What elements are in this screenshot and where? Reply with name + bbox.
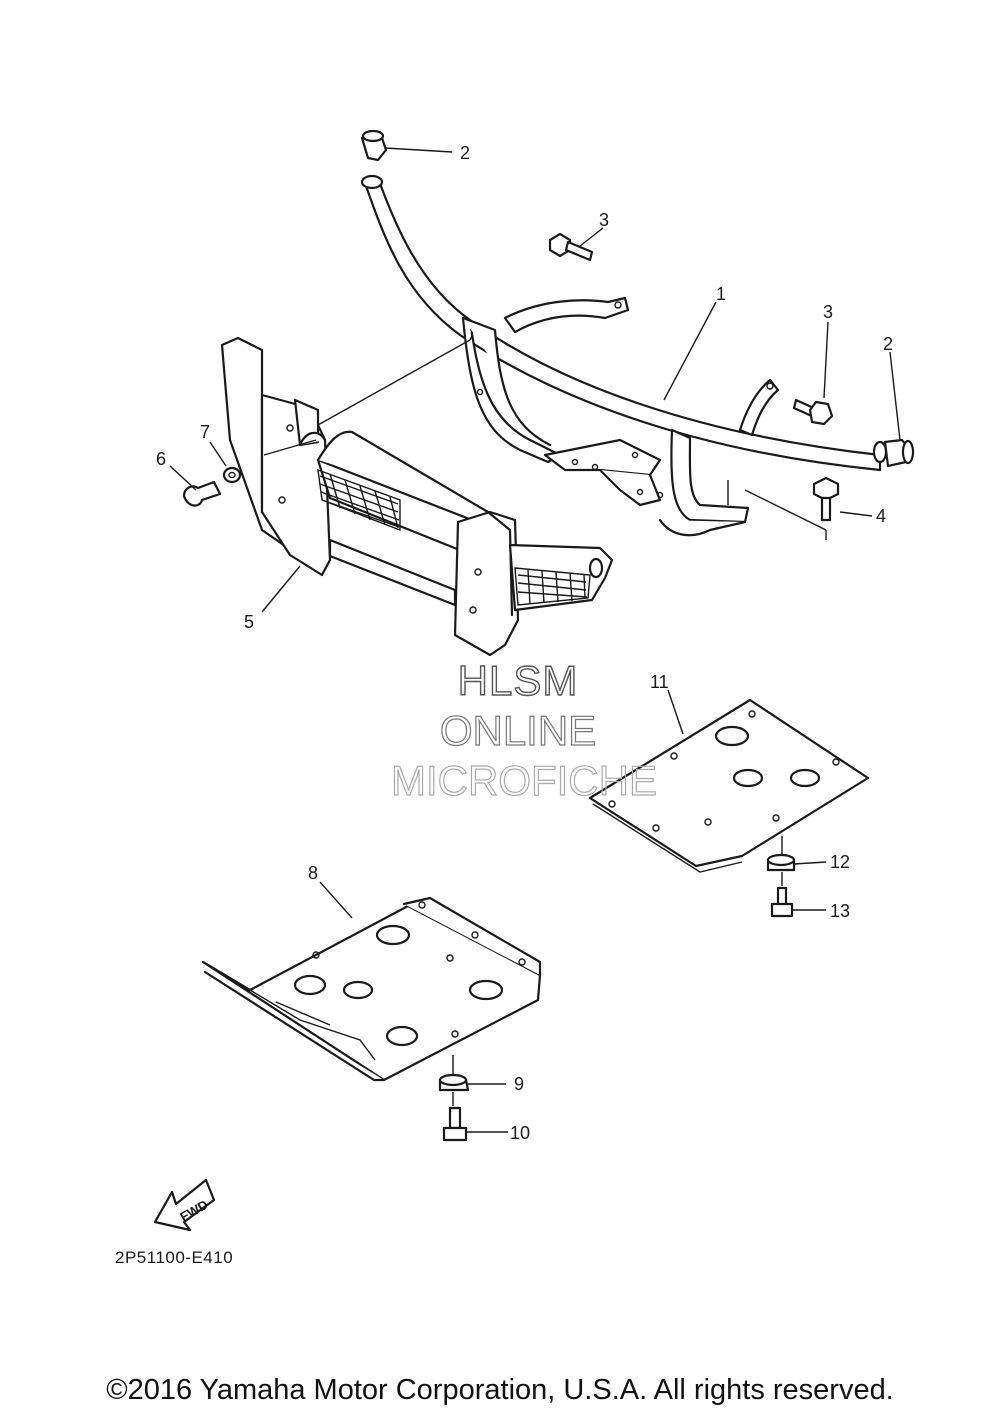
callout-2b: 2 (883, 334, 893, 354)
skid-plate-8 (201, 896, 542, 1082)
callout-labels: 1 2 2 3 3 4 5 6 7 8 9 10 11 12 13 (156, 143, 893, 1143)
end-cap-right (883, 438, 915, 468)
diagram-code: 2P51100-E410 (115, 1248, 233, 1267)
parts-diagram: 1 2 2 3 3 4 5 6 7 8 9 10 11 12 13 HLSM O… (115, 129, 915, 1267)
callout-4: 4 (876, 506, 886, 526)
bolt-3-right (792, 398, 834, 426)
skid-plate-11 (588, 698, 870, 873)
copyright-notice: ©2016 Yamaha Motor Corporation, U.S.A. A… (106, 1374, 894, 1406)
front-guard-tube (360, 174, 888, 537)
callout-3b: 3 (823, 302, 833, 322)
watermark-line-1: HLSM (458, 657, 579, 704)
bolt-10 (442, 1106, 468, 1142)
bolt-3-left (548, 232, 594, 262)
callout-2a: 2 (460, 143, 470, 163)
watermark-line-2: ONLINE (440, 707, 596, 754)
callout-10: 10 (510, 1123, 530, 1143)
grommet-9 (438, 1073, 470, 1092)
leader-lines (169, 147, 901, 1133)
grommet-12 (766, 853, 796, 872)
callout-13: 13 (830, 901, 850, 921)
bolt-4 (812, 476, 840, 522)
callout-6: 6 (156, 449, 166, 469)
watermark-line-3: MICROFICHE (391, 757, 657, 804)
fwd-arrow-icon: FWD (153, 1178, 216, 1232)
callout-9: 9 (514, 1074, 524, 1094)
screw-6 (182, 480, 222, 507)
callout-1: 1 (716, 284, 726, 304)
watermark: HLSM ONLINE MICROFICHE (390, 656, 657, 804)
front-bumper (220, 336, 614, 657)
end-cap-top (360, 129, 388, 162)
bolt-13 (770, 886, 794, 918)
callout-8: 8 (308, 863, 318, 883)
callout-5: 5 (244, 612, 254, 632)
callout-3a: 3 (599, 210, 609, 230)
callout-11: 11 (650, 672, 669, 692)
callout-12: 12 (830, 852, 850, 872)
washer-7 (222, 466, 242, 484)
callout-7: 7 (200, 422, 210, 442)
